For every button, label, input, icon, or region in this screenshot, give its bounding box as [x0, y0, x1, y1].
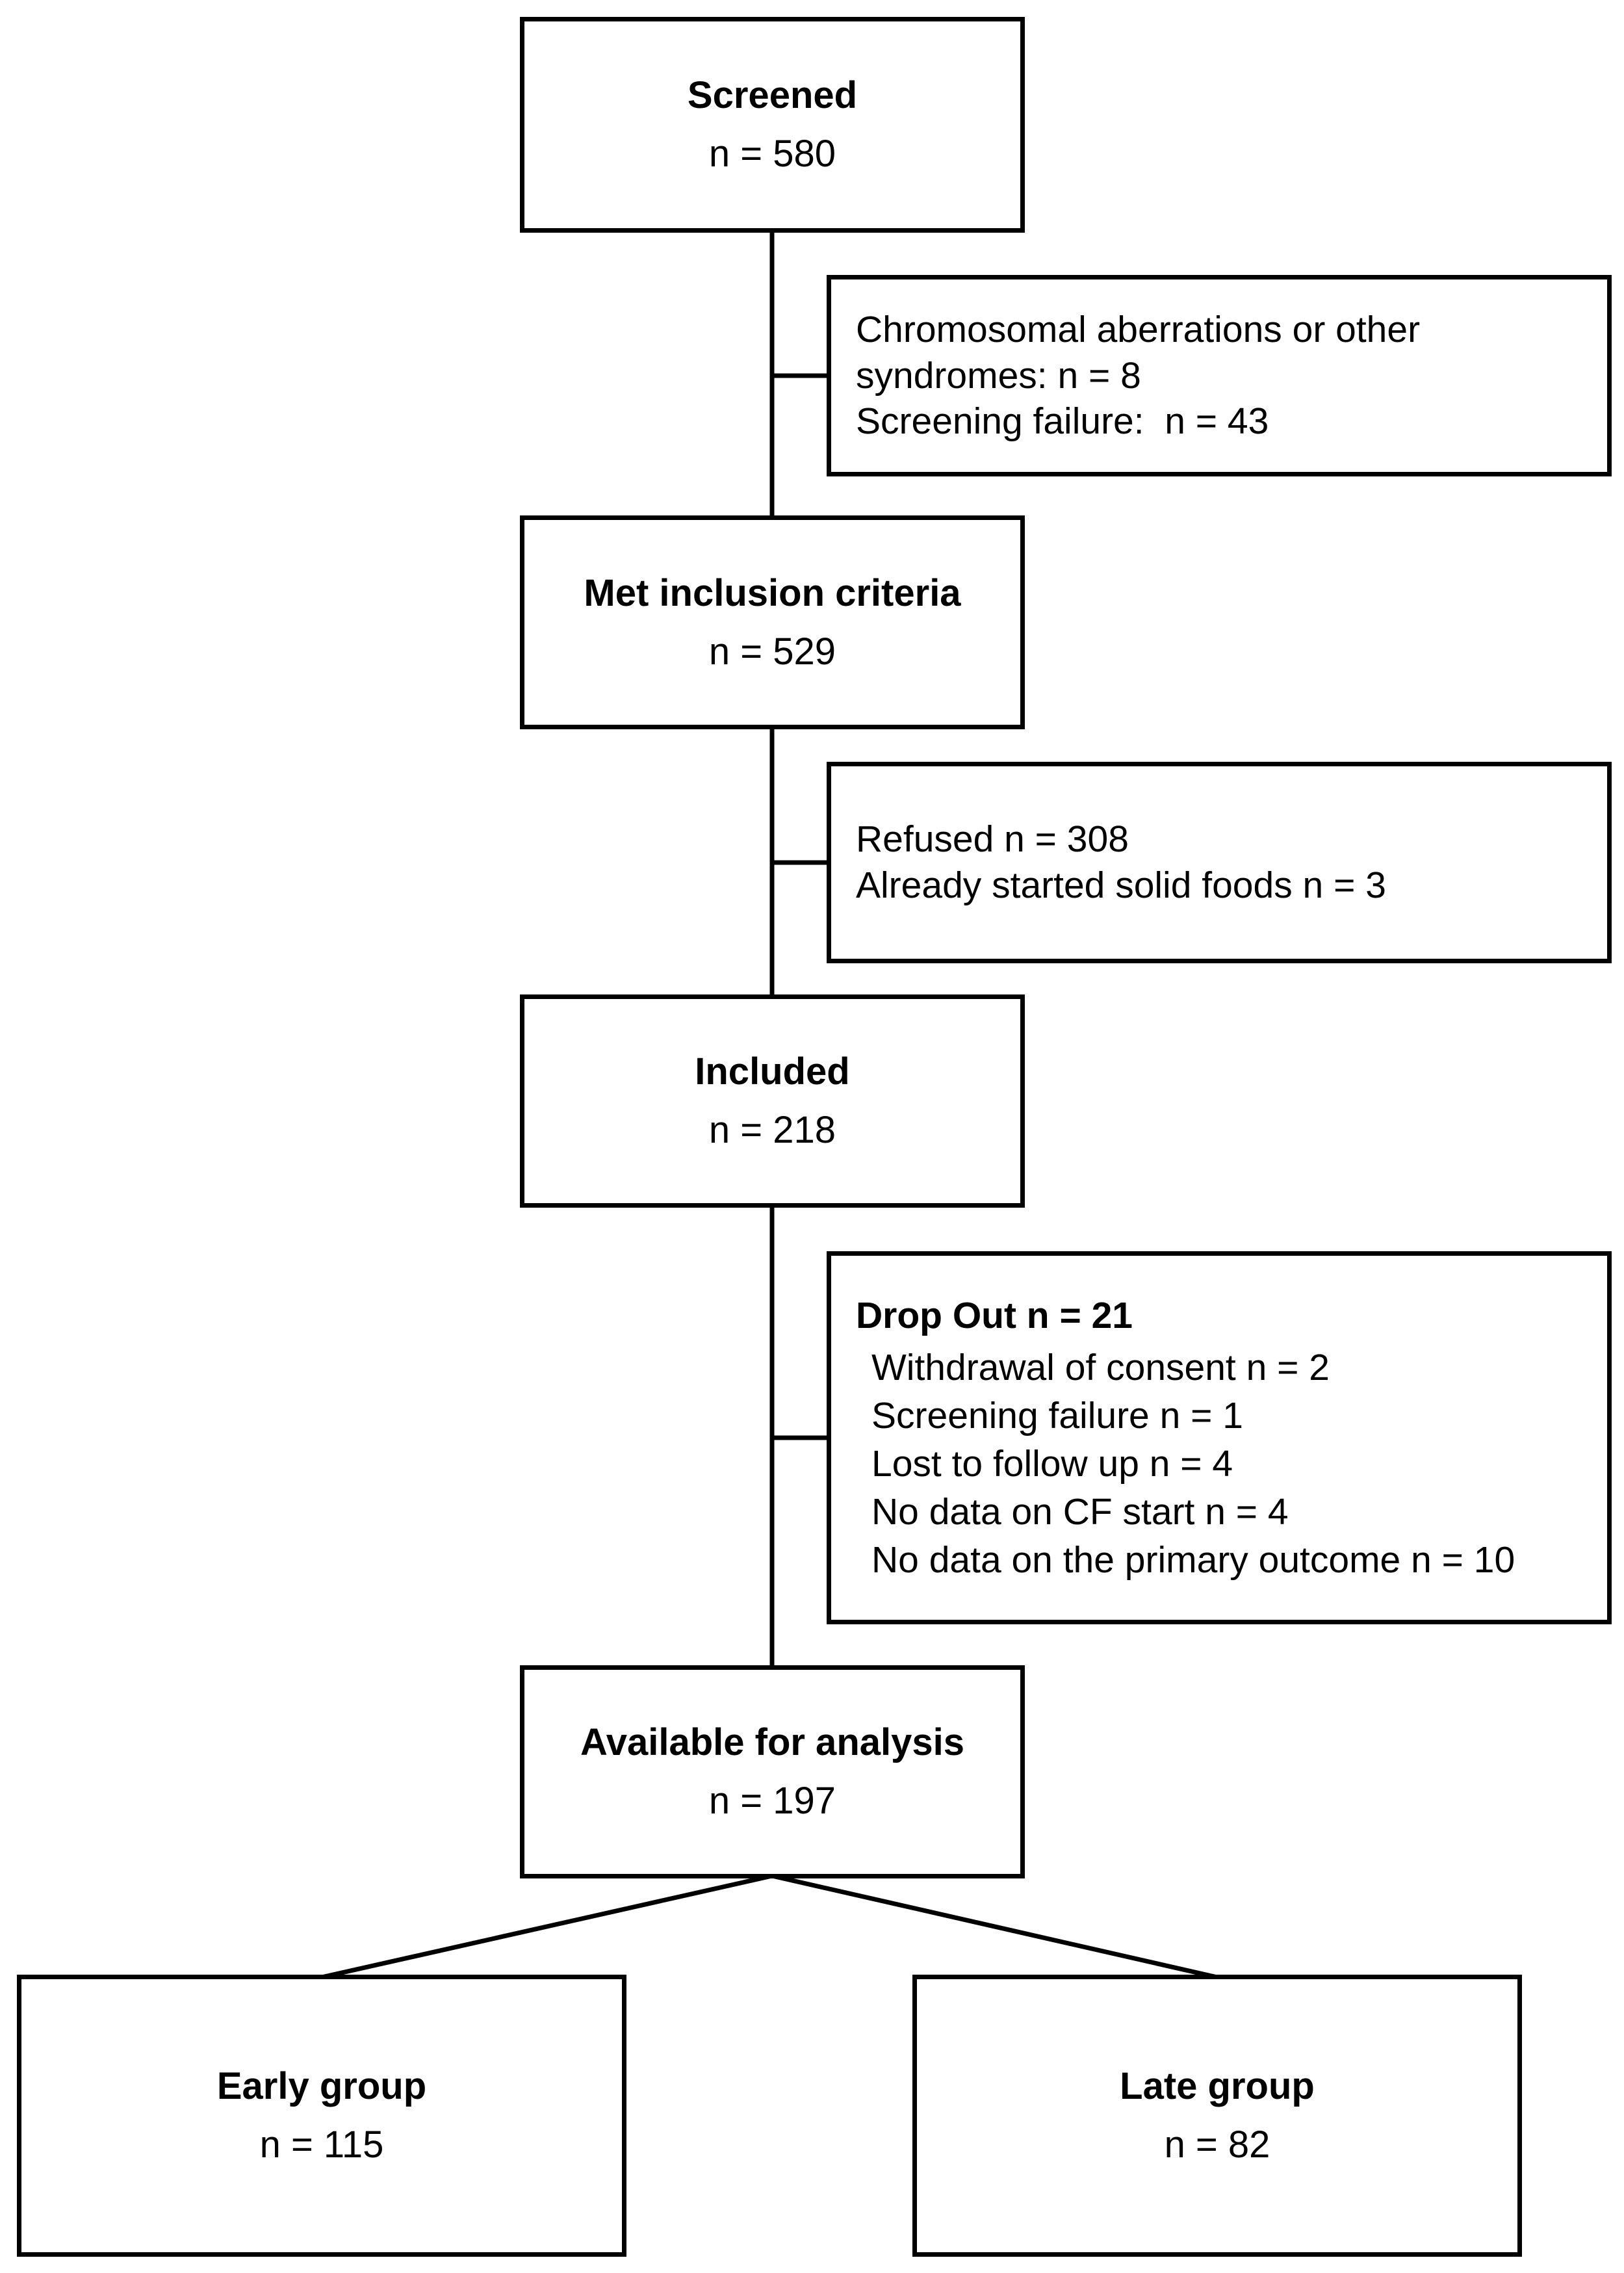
met-inclusion-criteria-title: Met inclusion criteria: [584, 571, 961, 614]
screened-box-title: Screened: [687, 74, 858, 117]
available-for-analysis-title: Available for analysis: [580, 1721, 965, 1764]
late-group-count: n = 82: [1164, 2124, 1270, 2166]
drop-out-header: Drop Out n = 21: [856, 1294, 1133, 1336]
line-available-to-early-group: [321, 1873, 773, 1980]
early-group-count: n = 115: [259, 2124, 384, 2166]
available-for-analysis-count: n = 197: [708, 1780, 836, 1822]
line-available-to-late-group: [771, 1873, 1218, 1980]
screening-exclusions-box: Chromosomal aberrations or other syndrom…: [827, 275, 1612, 476]
included-box-count: n = 218: [708, 1109, 836, 1151]
drop-out-item: No data on the primary outcome n = 10: [871, 1539, 1515, 1581]
drop-out-item: Lost to follow up n = 4: [871, 1443, 1233, 1485]
screened-box-count: n = 580: [708, 133, 836, 175]
late-group-title: Late group: [1120, 2065, 1315, 2108]
included-box: Included n = 218: [520, 994, 1025, 1208]
drop-out-box: Drop Out n = 21 Withdrawal of consent n …: [827, 1251, 1612, 1624]
drop-out-item: Withdrawal of consent n = 2: [871, 1346, 1330, 1388]
included-box-title: Included: [695, 1050, 850, 1093]
drop-out-item: No data on CF start n = 4: [871, 1491, 1289, 1533]
exclusion-line: Chromosomal aberrations or other syndrom…: [856, 308, 1430, 396]
met-inclusion-criteria-box: Met inclusion criteria n = 529: [520, 515, 1025, 729]
met-inclusion-criteria-count: n = 529: [708, 630, 836, 673]
exclusion-line: Already started solid foods n = 3: [856, 864, 1386, 906]
early-group-title: Early group: [216, 2065, 427, 2108]
available-for-analysis-box: Available for analysis n = 197: [520, 1665, 1025, 1878]
exclusion-line: Refused n = 308: [856, 818, 1129, 861]
drop-out-item: Screening failure n = 1: [871, 1394, 1243, 1436]
screened-box: Screened n = 580: [520, 17, 1025, 233]
early-group-box: Early group n = 115: [17, 1975, 626, 2257]
exclusion-line: Screening failure: n = 43: [856, 400, 1269, 443]
late-group-box: Late group n = 82: [912, 1975, 1522, 2257]
refused-exclusions-box: Refused n = 308 Already started solid fo…: [827, 762, 1612, 963]
